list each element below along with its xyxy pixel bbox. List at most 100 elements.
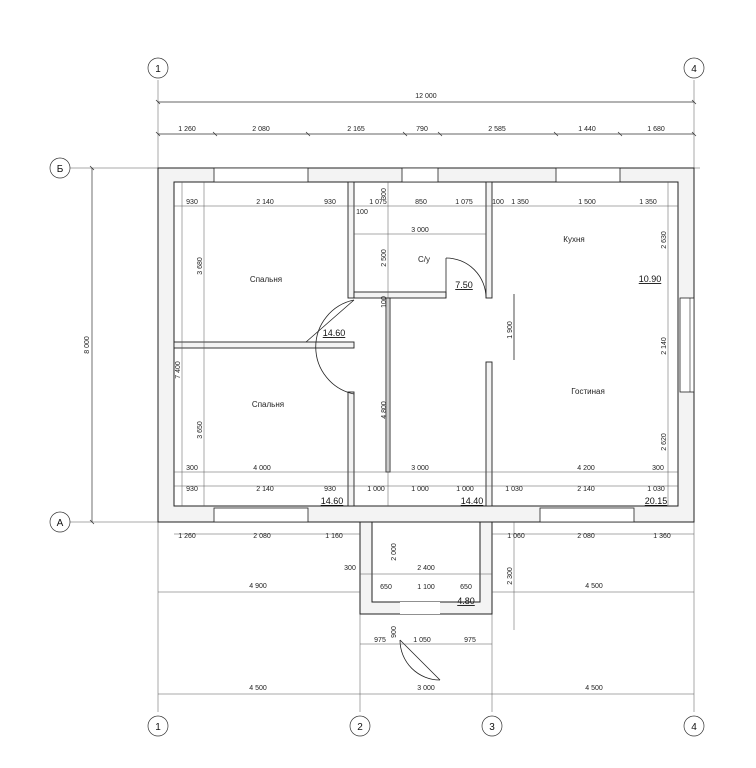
dim-in-1350a: 1 350 [511, 199, 529, 206]
dim-in-4800: 4 800 [381, 401, 388, 419]
dim-in-4200: 4 200 [577, 465, 595, 472]
dim-in-1000c: 1 000 [456, 486, 474, 493]
axis-bubble-b: Б [49, 157, 71, 179]
area-label-wc: 7.50 [455, 280, 473, 290]
vestibule-walls [359, 521, 493, 615]
windows-bottom [213, 507, 635, 523]
dim-bot-2: 2 080 [253, 533, 271, 540]
dim-in-3680a: 3 680 [197, 257, 204, 275]
dim-total-top: 12 000 [415, 93, 437, 100]
dim-in-100a: 100 [492, 199, 504, 206]
dim-axes-3000: 3 000 [417, 685, 435, 692]
windows-top [213, 167, 621, 183]
dim-in-4000: 4 000 [253, 465, 271, 472]
dim-in-930c: 930 [186, 486, 198, 493]
dim-in-2500: 2 500 [381, 249, 388, 267]
dim-in-930a: 930 [186, 199, 198, 206]
dim-bot-5: 2 080 [577, 533, 595, 540]
dim-vest-975b: 975 [464, 637, 476, 644]
dim-bot-6: 1 360 [653, 533, 671, 540]
inner-dim-lines [158, 182, 694, 695]
dim-axes-4500b: 4 500 [585, 685, 603, 692]
svg-text:2: 2 [357, 722, 363, 733]
area-label-hall: 14.60 [323, 328, 346, 338]
dim-in-3650: 3 650 [197, 421, 204, 439]
dim-bot-4500: 4 500 [585, 583, 603, 590]
left-dimension [89, 165, 95, 525]
svg-text:1: 1 [155, 64, 161, 75]
axis-bubble-a: А [49, 511, 71, 533]
dim-vest-2300: 2 300 [507, 567, 514, 585]
dim-in-2620: 2 620 [661, 433, 668, 451]
area-label-kitchen: 10.90 [639, 274, 662, 284]
dim-in-1075b: 1 075 [455, 199, 473, 206]
dim-top-7: 1 680 [647, 126, 665, 133]
dim-top-2: 2 080 [252, 126, 270, 133]
area-label-bedroom-bottom: 14.60 [321, 496, 344, 506]
dim-in-300top: 300 [381, 188, 388, 200]
room-label-bedroom-top: Спальня [250, 275, 282, 284]
dim-top-4: 790 [416, 126, 428, 133]
dim-in-850: 850 [415, 199, 427, 206]
axis-bubble-4-bottom: 4 [683, 715, 705, 737]
dim-bot-3: 1 160 [325, 533, 343, 540]
dim-vest-1100: 1 100 [417, 584, 435, 591]
dim-vest-900: 900 [391, 626, 398, 638]
axis-bubble-3-bottom: 3 [481, 715, 503, 737]
room-label-kitchen: Кухня [563, 235, 584, 244]
dim-in-2140v: 2 140 [661, 337, 668, 355]
dim-in-3000top: 3 000 [411, 227, 429, 234]
dim-left-total: 8 000 [84, 336, 91, 354]
top-dimension-chain [155, 99, 697, 137]
axis-bubble-2-bottom: 2 [349, 715, 371, 737]
area-label-corridor: 14.40 [461, 496, 484, 506]
dim-in-7400: 7 400 [175, 361, 182, 379]
dim-in-1030b: 1 030 [647, 486, 665, 493]
svg-text:3: 3 [489, 722, 495, 733]
svg-text:4: 4 [691, 722, 697, 733]
axis-bubble-1-bottom: 1 [147, 715, 169, 737]
dim-vest-650b: 650 [460, 584, 472, 591]
dim-in-100b: 100 [356, 209, 368, 216]
area-label-vestibule: 4.80 [457, 596, 475, 606]
dim-vest-1050: 1 050 [413, 637, 431, 644]
dim-top-5: 2 585 [488, 126, 506, 133]
svg-text:4: 4 [691, 64, 697, 75]
svg-text:А: А [57, 518, 64, 529]
dim-vest-650a: 650 [380, 584, 392, 591]
dim-top-1: 1 260 [178, 126, 196, 133]
svg-text:1: 1 [155, 722, 161, 733]
dim-in-300a: 300 [186, 465, 198, 472]
dim-in-2140a: 2 140 [256, 199, 274, 206]
dim-top-6: 1 440 [578, 126, 596, 133]
dim-top-3: 2 165 [347, 126, 365, 133]
dim-axes-4500a: 4 500 [249, 685, 267, 692]
dim-in-1030a: 1 030 [505, 486, 523, 493]
dim-in-2140c: 2 140 [577, 486, 595, 493]
dim-in-2140b: 2 140 [256, 486, 274, 493]
room-label-wc: С/у [418, 255, 430, 264]
dim-in-1075a: 1 075 [369, 199, 387, 206]
axis-bubble-4-top: 4 [683, 57, 705, 79]
dim-vest-300: 300 [344, 565, 356, 572]
dim-in-3000mid: 3 000 [411, 465, 429, 472]
dim-vest-975a: 975 [374, 637, 386, 644]
dim-in-1350b: 1 350 [639, 199, 657, 206]
axis-bubble-1-top: 1 [147, 57, 169, 79]
dim-in-1000a: 1 000 [367, 486, 385, 493]
dim-in-300b: 300 [652, 465, 664, 472]
dim-in-100c: 100 [381, 296, 388, 308]
dim-in-1000b: 1 000 [411, 486, 429, 493]
dim-in-930d: 930 [324, 486, 336, 493]
room-label-bedroom-bottom: Спальня [252, 400, 284, 409]
dim-in-1900: 1 900 [507, 321, 514, 339]
dim-in-2630: 2 630 [661, 231, 668, 249]
dim-vest-2000: 2 000 [391, 543, 398, 561]
dim-in-930b: 930 [324, 199, 336, 206]
window-right [679, 297, 695, 393]
dim-bot-4: 1 060 [507, 533, 525, 540]
dim-bot-4900: 4 900 [249, 583, 267, 590]
area-label-living: 20.15 [645, 496, 668, 506]
room-label-living: Гостиная [571, 387, 605, 396]
